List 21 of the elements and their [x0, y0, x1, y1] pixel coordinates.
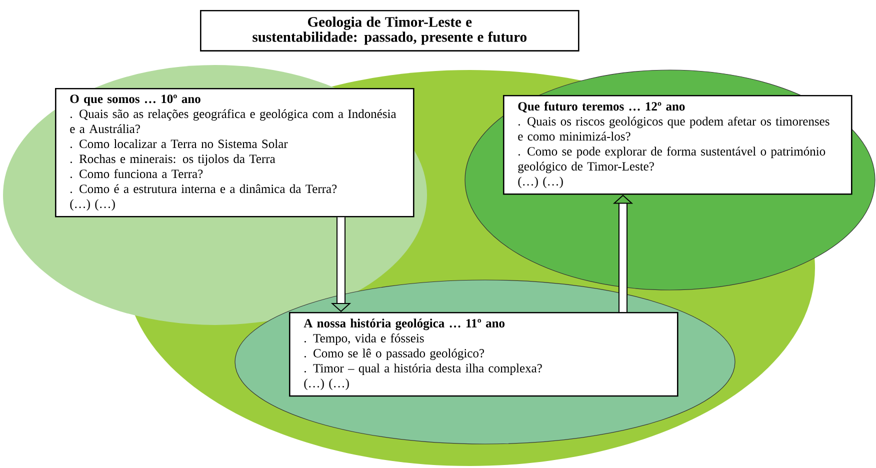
box-heading: O que somos … 10º ano	[70, 94, 200, 106]
question-item: . Quais os riscos geológicos que podem afetar os timorenses e como minimizá-los?	[518, 116, 830, 141]
question-item: (…) (…)	[304, 378, 349, 390]
text-box	[503, 95, 852, 195]
question-item: . Como é a estrutura interna e a dinâmica da Terra?	[70, 184, 337, 194]
question-item: . Quais são as relações geográfica e geológica com a Indonésia e a Austrália?	[70, 109, 396, 134]
question-item: . Rochas e minerais: os tijolos da Terra	[70, 154, 276, 166]
question-item: (…) (…)	[518, 176, 563, 188]
box-heading: Que futuro teremos … 12º ano	[518, 102, 685, 112]
text-box	[55, 88, 414, 218]
question-item: . Timor – qual a história desta ilha complexa?	[304, 364, 542, 375]
question-item: . Tempo, vida e fósseis	[304, 334, 424, 345]
text-box	[200, 10, 580, 52]
question-item: . Como localizar a Terra no Sistema Solar	[70, 139, 288, 148]
box-title: Geologia de Timor-Leste e sustentabilidade: passado, presente e futuro	[252, 16, 526, 45]
box-heading: A nossa história geológica … 11º ano	[304, 318, 505, 330]
question-item: . Como se pode explorar de forma sustentável o património geológico de Timor-Leste?	[518, 146, 826, 174]
question-item: (…) (…)	[70, 199, 115, 211]
question-item: . Como se lê o passado geológico?	[304, 348, 484, 360]
text-box	[289, 312, 678, 397]
question-item: . Como funciona a Terra?	[70, 169, 203, 178]
